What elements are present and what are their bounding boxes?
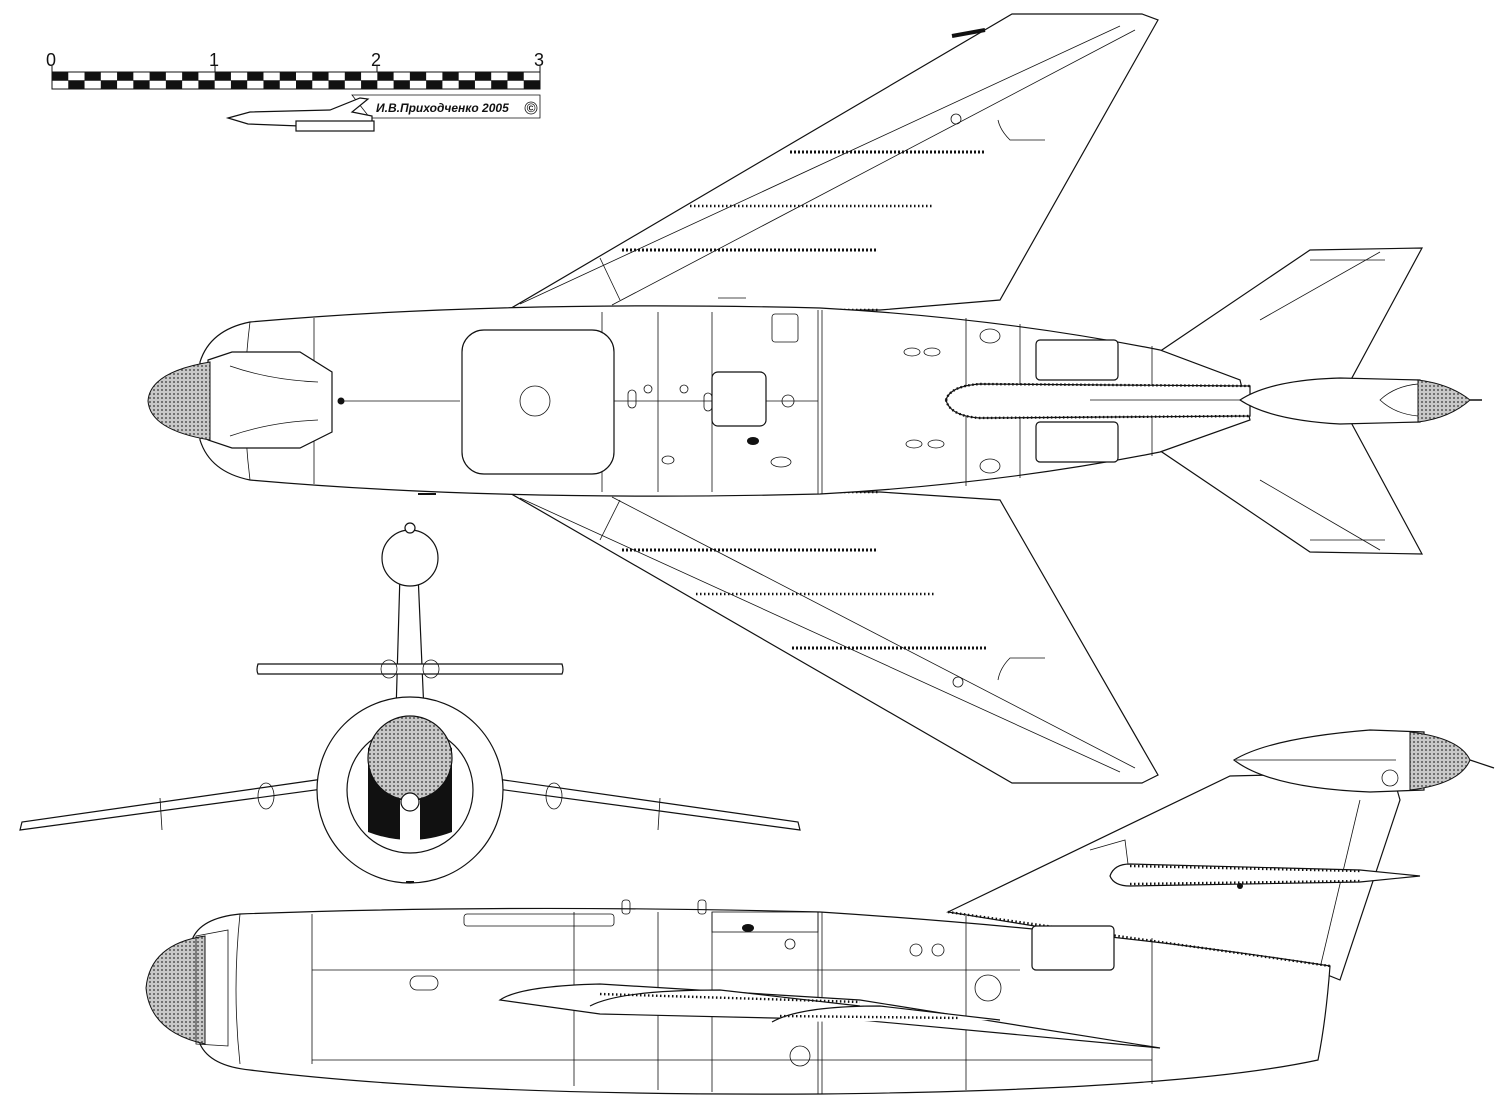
scale-check <box>344 72 362 81</box>
scale-check <box>328 80 345 89</box>
scale-label-0: 0 <box>46 50 56 70</box>
front-view-radome <box>367 715 453 801</box>
scale-check <box>474 72 492 81</box>
scale-check <box>149 72 166 81</box>
scale-check <box>165 80 183 89</box>
top-view-main-hatch <box>461 329 615 475</box>
scale-check <box>52 72 69 81</box>
scale-check <box>523 80 540 89</box>
scale-check <box>133 80 150 89</box>
scale-check <box>409 72 427 81</box>
top-view-lower-wing <box>505 491 1159 784</box>
scale-check <box>117 72 134 81</box>
scale-check <box>491 80 508 89</box>
front-view <box>19 522 801 884</box>
scale-check <box>214 72 231 81</box>
carrier-aircraft-silhouette <box>225 97 375 132</box>
scale-check <box>507 72 524 81</box>
author-credit: И.В.Приходченко 2005 <box>376 101 509 115</box>
scale-check <box>84 72 101 81</box>
scale-check <box>230 80 248 89</box>
scale-check <box>100 80 118 89</box>
top-view-upper-wing <box>505 13 1159 311</box>
scale-label-2: 2 <box>371 50 381 70</box>
scale-check <box>247 72 264 81</box>
scale-check <box>68 80 85 89</box>
scale-check <box>377 72 394 81</box>
scale-check <box>312 72 329 81</box>
side-view-nose-radome <box>145 935 206 1045</box>
scale-check <box>361 80 378 89</box>
scale-check <box>393 80 410 89</box>
top-view <box>147 13 1482 784</box>
scale-check <box>279 72 296 81</box>
copyright-symbol: © <box>527 101 536 115</box>
scale-check <box>263 80 280 89</box>
scale-check <box>426 80 443 89</box>
scale-check <box>198 80 215 89</box>
side-view <box>145 729 1495 1095</box>
scale-check <box>296 80 313 89</box>
scale-check <box>458 80 475 89</box>
scale-check <box>182 72 199 81</box>
copyright-icon <box>524 101 538 115</box>
scale-label-1: 1 <box>209 50 219 70</box>
scale-check <box>442 72 459 81</box>
scale-bar: 0 1 2 3 И.В.Приходченко 2005 © <box>46 50 544 132</box>
scale-label-3: 3 <box>534 50 544 70</box>
top-view-nose-radome <box>147 361 211 441</box>
front-view-wings <box>19 777 331 831</box>
